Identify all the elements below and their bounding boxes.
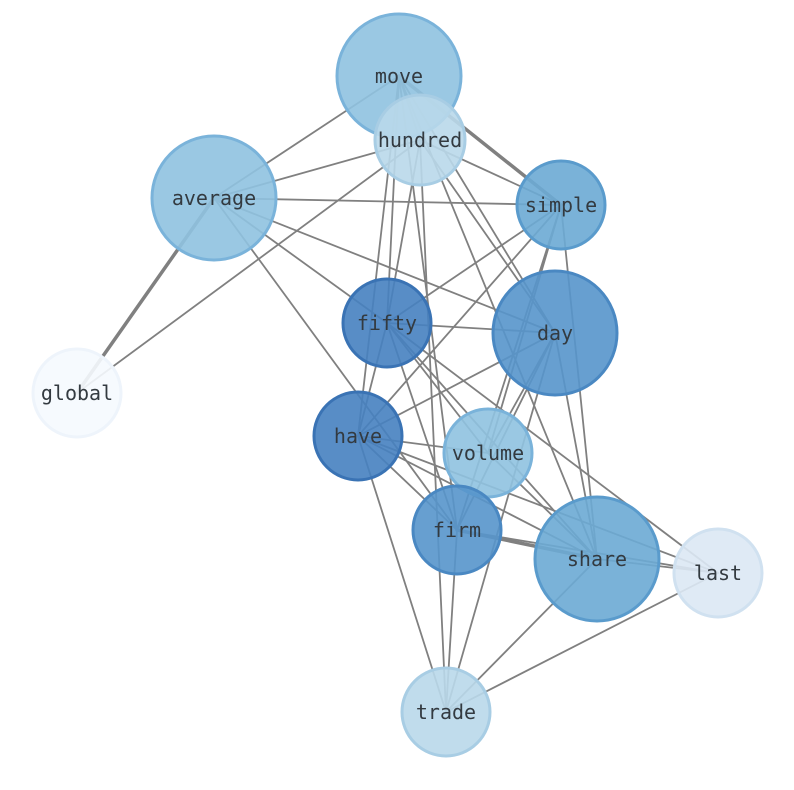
node-firm[interactable]: firm [411,484,503,576]
node-label-day: day [537,321,573,345]
node-label-last: last [694,561,742,585]
node-label-move: move [375,64,423,88]
node-fifty[interactable]: fifty [341,277,433,369]
node-volume[interactable]: volume [442,407,534,499]
node-label-trade: trade [416,700,476,724]
node-share[interactable]: share [533,495,661,623]
edge-simple-have [357,204,562,437]
node-have[interactable]: have [312,390,404,482]
node-label-share: share [567,547,627,571]
node-circle-firm[interactable] [411,484,503,576]
node-label-have: have [334,424,382,448]
node-day[interactable]: day [491,269,619,397]
node-circle-share[interactable] [533,495,661,623]
node-label-average: average [172,186,256,210]
node-label-volume: volume [452,441,524,465]
node-last[interactable]: last [672,527,764,619]
edge-average-firm [213,197,458,531]
node-circle-day[interactable] [491,269,619,397]
node-average[interactable]: average [150,134,278,262]
node-circle-have[interactable] [312,390,404,482]
node-circle-last[interactable] [672,527,764,619]
edge-have-trade [357,435,447,713]
node-label-global: global [41,381,113,405]
node-simple[interactable]: simple [515,159,607,251]
node-label-fifty: fifty [357,311,417,335]
node-label-firm: firm [433,518,481,542]
edge-hundred-global [76,139,421,394]
node-hundred[interactable]: hundred [373,93,467,187]
node-circle-global[interactable] [31,347,123,439]
nodes-layer: move hundred average simple fifty day global ha… [31,12,764,758]
node-label-hundred: hundred [378,128,462,152]
node-global[interactable]: global [31,347,123,439]
node-circle-average[interactable] [150,134,278,262]
node-circle-trade[interactable] [400,666,492,758]
node-circle-hundred[interactable] [373,93,467,187]
node-circle-fifty[interactable] [341,277,433,369]
edge-hundred-trade [419,139,447,713]
node-trade[interactable]: trade [400,666,492,758]
edge-fifty-last [386,322,719,574]
node-label-simple: simple [525,193,597,217]
edge-last-trade [445,572,719,713]
node-circle-simple[interactable] [515,159,607,251]
